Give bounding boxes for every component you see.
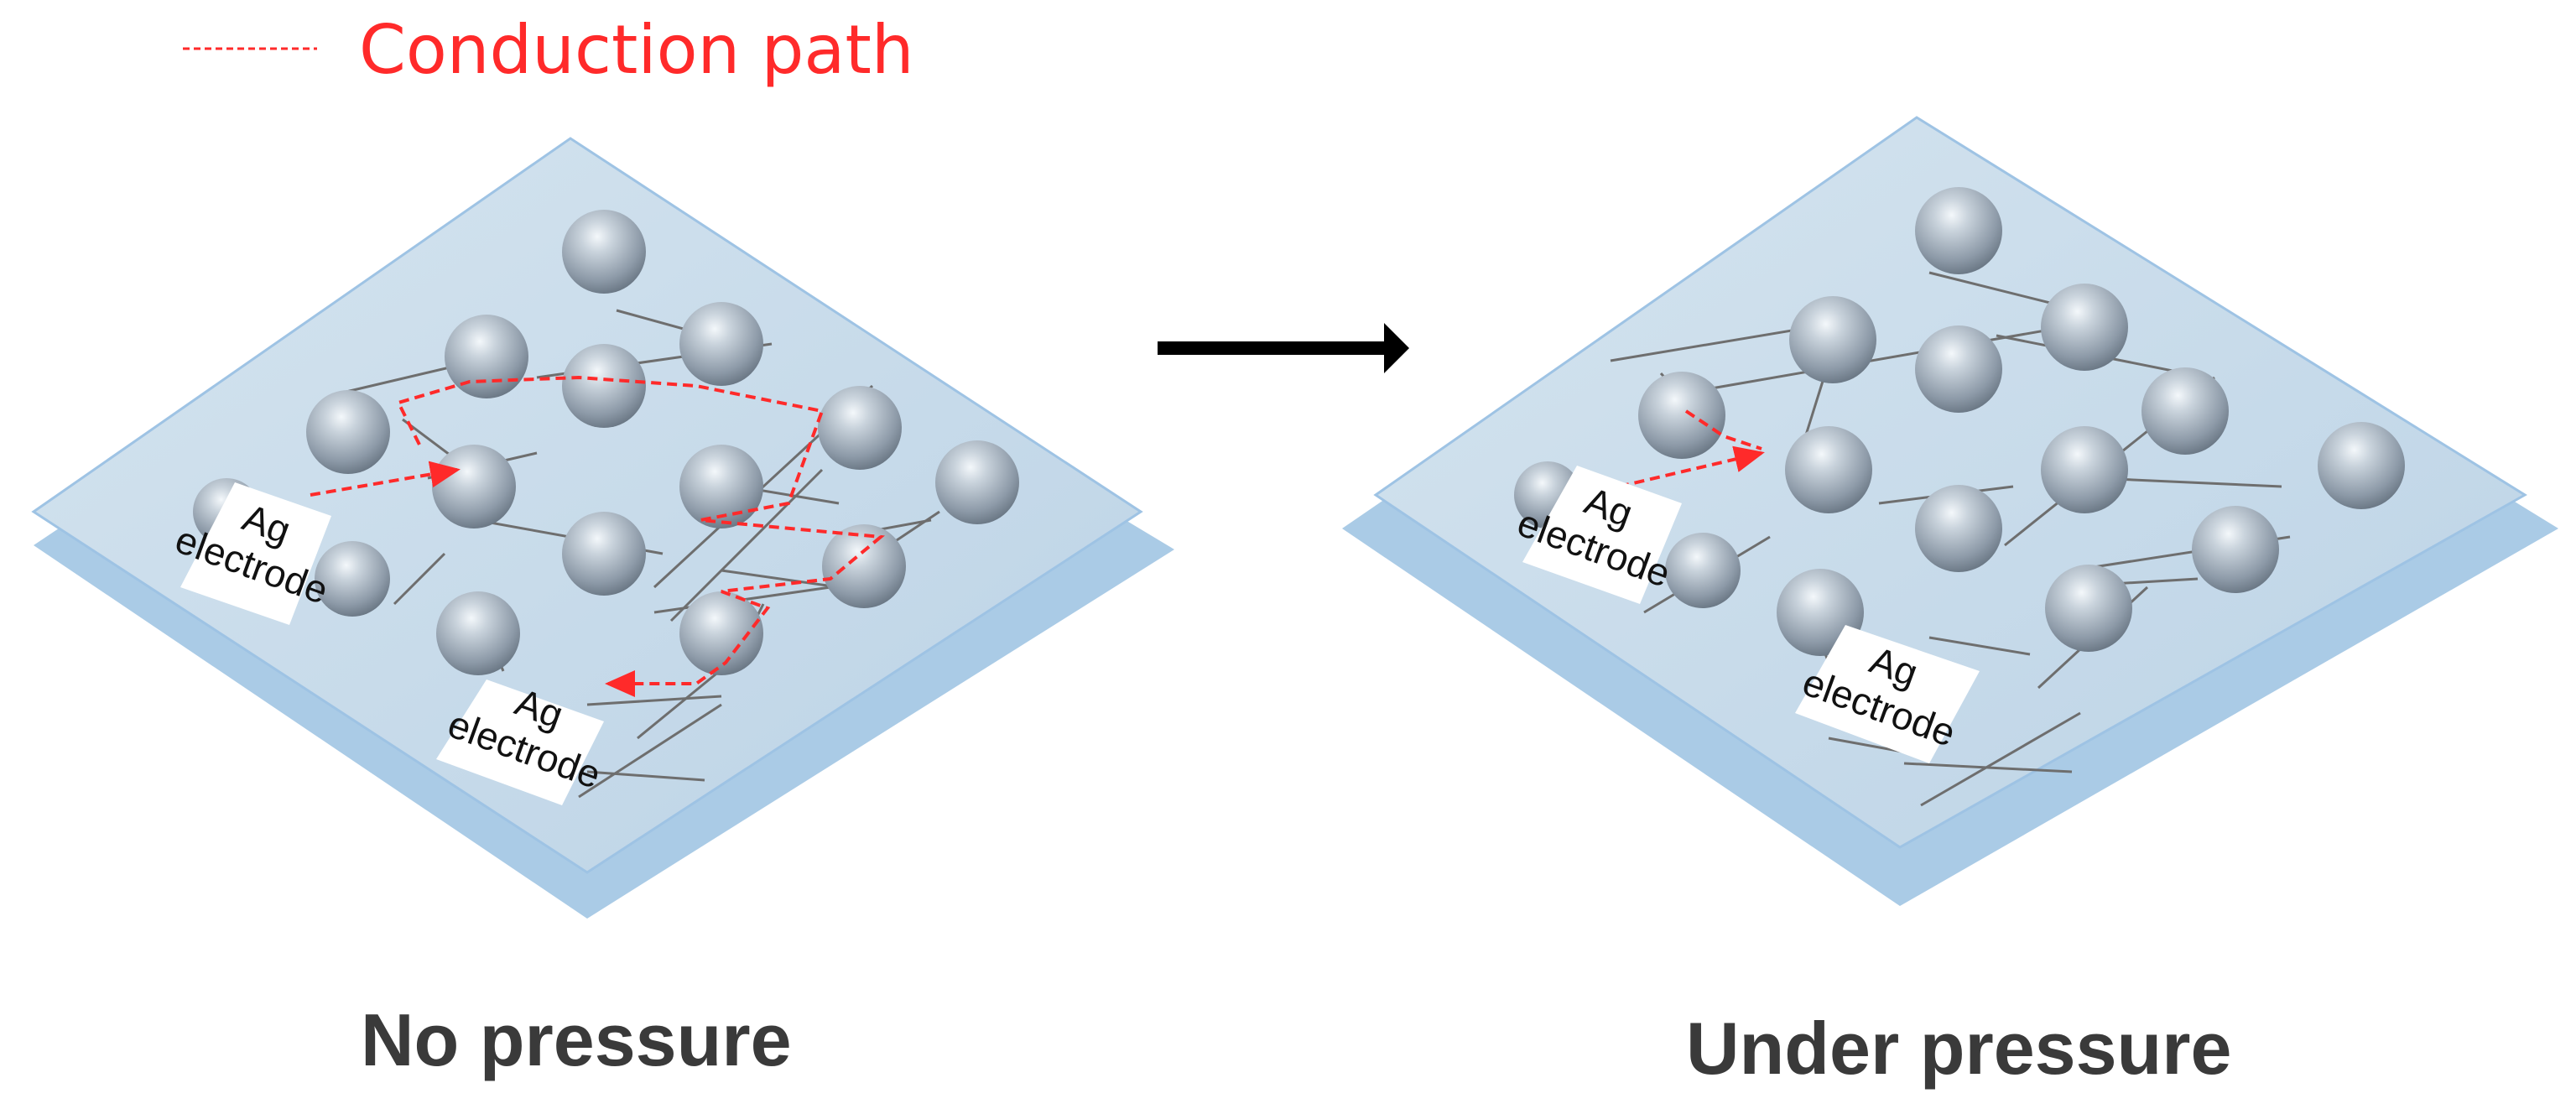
electrode-top — [1522, 466, 1682, 604]
electrode-top — [180, 482, 331, 625]
panel-no-pressure — [31, 137, 1174, 919]
transition-arrow — [1158, 323, 1409, 373]
panel-under-pressure — [1342, 116, 2558, 906]
top-film — [31, 137, 1143, 874]
conduction-path — [310, 375, 885, 697]
electrode-bottom — [1795, 625, 1980, 763]
legend-label: Conduction path — [359, 11, 914, 89]
conduction-path — [1618, 409, 1765, 488]
caption-no-pressure: No pressure — [361, 998, 792, 1081]
electrode-bottom — [436, 679, 604, 805]
top-film — [1373, 116, 2527, 849]
caption-under-pressure: Under pressure — [1686, 1007, 2232, 1090]
